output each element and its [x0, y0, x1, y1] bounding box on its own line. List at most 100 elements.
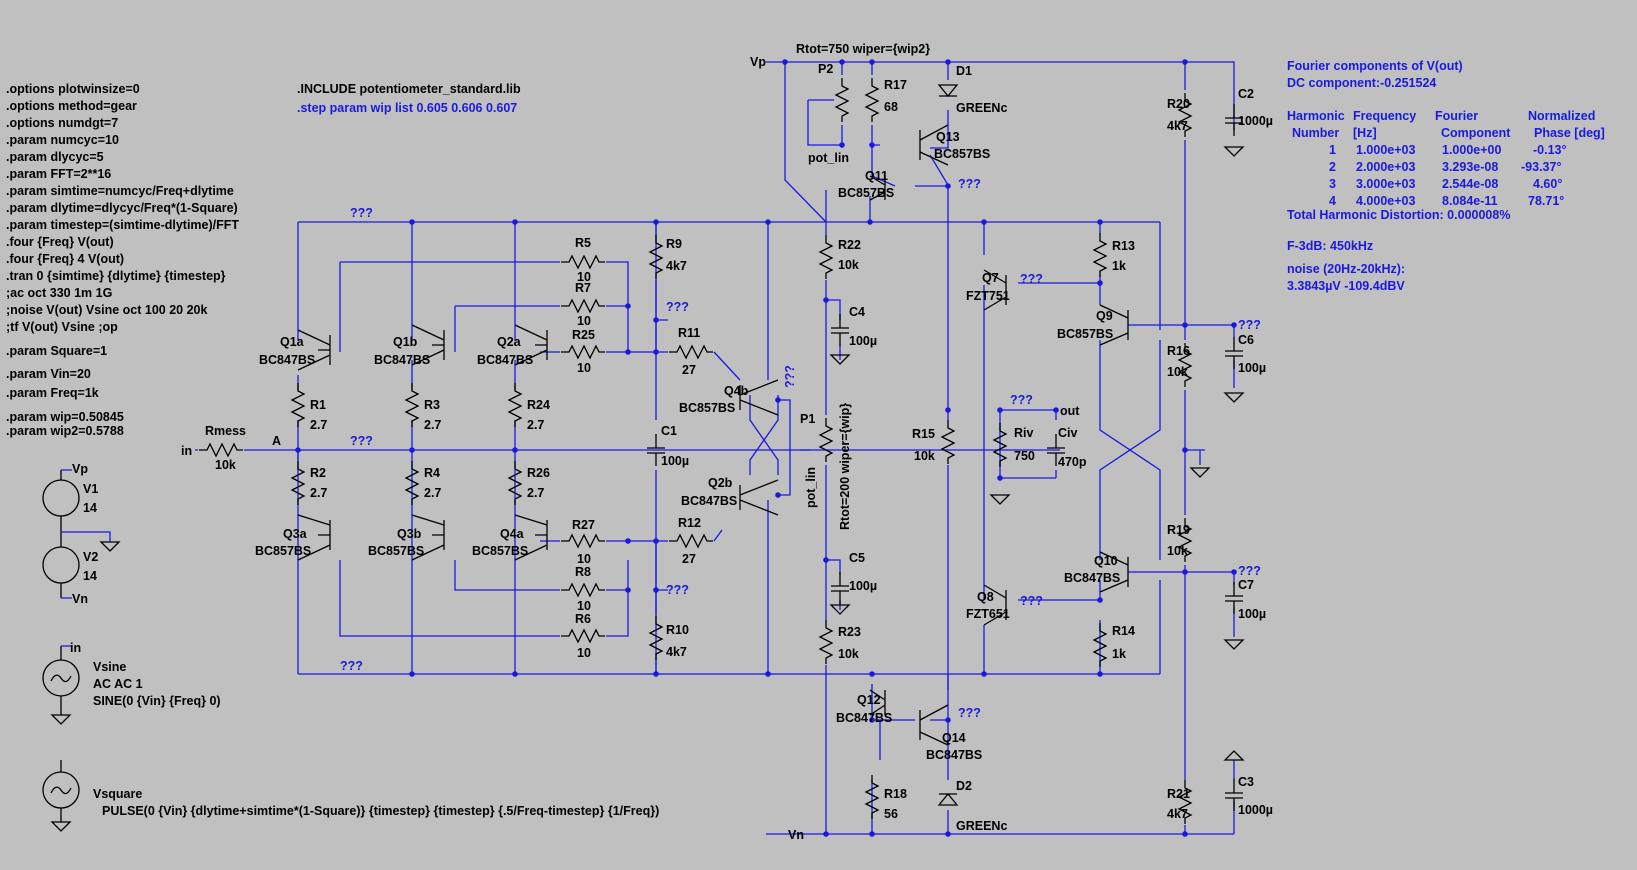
ground-symbol [1224, 639, 1244, 650]
param: .param Freq=1k [6, 386, 99, 400]
svg-text:4k7: 4k7 [1167, 807, 1188, 821]
svg-text:1.000e+03: 1.000e+03 [1356, 143, 1415, 157]
svg-text:R10: R10 [666, 623, 689, 637]
svg-text:4.60°: 4.60° [1533, 177, 1562, 191]
svg-text:100µ: 100µ [849, 334, 877, 348]
include-directive: .INCLUDE potentiometer_standard.lib [297, 82, 521, 96]
svg-text:27: 27 [682, 363, 696, 377]
svg-text:R21: R21 [1167, 787, 1190, 801]
svg-text:BC847BS: BC847BS [374, 353, 430, 367]
directive: .param dlycyc=5 [6, 150, 104, 164]
svg-text:C5: C5 [849, 551, 865, 565]
svg-text:D2: D2 [956, 779, 972, 793]
svg-text:???: ??? [958, 177, 981, 191]
svg-text:3.000e+03: 3.000e+03 [1356, 177, 1415, 191]
svg-text:in: in [70, 641, 81, 655]
svg-text:C4: C4 [849, 305, 865, 319]
svg-text:2.7: 2.7 [527, 418, 544, 432]
svg-text:Phase [deg]: Phase [deg] [1534, 126, 1605, 140]
svg-text:R25: R25 [572, 328, 595, 342]
svg-text:Q11: Q11 [865, 169, 888, 183]
param: .param Vin=20 [6, 367, 91, 381]
directive: .four {Freq} 4 V(out) [6, 252, 124, 266]
svg-text:C7: C7 [1238, 578, 1254, 592]
svg-text:100µ: 100µ [661, 454, 689, 468]
svg-text:1000µ: 1000µ [1238, 803, 1273, 817]
directive: .four {Freq} V(out) [6, 235, 114, 249]
svg-text:???: ??? [666, 583, 689, 597]
svg-text:SINE(0 {Vin} {Freq} 0): SINE(0 {Vin} {Freq} 0) [93, 694, 221, 708]
svg-text:R20: R20 [1167, 97, 1190, 111]
svg-text:-93.37°: -93.37° [1521, 160, 1561, 174]
svg-text:R7: R7 [575, 281, 591, 295]
svg-text:???: ??? [1010, 393, 1033, 407]
svg-text:Rtot=200 wiper={wip}: Rtot=200 wiper={wip} [838, 403, 852, 530]
svg-text:4.000e+03: 4.000e+03 [1356, 194, 1415, 208]
svg-text:10: 10 [577, 599, 591, 613]
svg-text:BC857BS: BC857BS [368, 544, 424, 558]
r23-symbol [819, 619, 833, 665]
svg-text:Civ: Civ [1058, 426, 1078, 440]
svg-text:PULSE(0 {Vin} {dlytime+simtime: PULSE(0 {Vin} {dlytime+simtime*(1-Square… [102, 804, 659, 818]
v1-symbol [42, 479, 80, 517]
svg-text:C2: C2 [1238, 87, 1254, 101]
directive: .param dlytime=dlycyc/Freq*(1-Square) [6, 201, 238, 215]
r5-symbol [560, 255, 606, 269]
step-directive: .step param wip list 0.605 0.606 0.607 [297, 101, 517, 115]
svg-text:R15: R15 [912, 427, 935, 441]
svg-text:BC857BS: BC857BS [838, 186, 894, 200]
resistors [198, 77, 1192, 825]
svg-text:Q7: Q7 [982, 271, 999, 285]
ground-symbol [1224, 146, 1244, 157]
ground-symbol [51, 821, 71, 832]
svg-text:Component: Component [1441, 126, 1511, 140]
ground-symbol [990, 494, 1010, 505]
r22-symbol [819, 234, 833, 280]
svg-text:Q14: Q14 [942, 731, 966, 745]
svg-text:2.7: 2.7 [310, 418, 327, 432]
svg-text:2.000e+03: 2.000e+03 [1356, 160, 1415, 174]
svg-text:2: 2 [1329, 160, 1336, 174]
svg-text:???: ??? [1238, 564, 1261, 578]
svg-text:-0.13°: -0.13° [1533, 143, 1567, 157]
svg-text:R17: R17 [884, 78, 907, 92]
c5-symbol [830, 571, 850, 605]
svg-text:C3: C3 [1238, 775, 1254, 789]
svg-text:R9: R9 [666, 237, 682, 251]
v2-symbol [42, 546, 80, 584]
svg-text:100µ: 100µ [1238, 607, 1266, 621]
svg-text:4k7: 4k7 [666, 645, 687, 659]
svg-text:Rmess: Rmess [205, 424, 246, 438]
directive: ;noise V(out) Vsine oct 100 20 20k [6, 303, 208, 317]
svg-text:[Hz]: [Hz] [1353, 126, 1377, 140]
directive: .param numcyc=10 [6, 133, 119, 147]
svg-text:Q3b: Q3b [397, 527, 422, 541]
p2-symbol [835, 77, 849, 123]
svg-text:FZT651: FZT651 [966, 607, 1010, 621]
svg-text:Q12: Q12 [857, 693, 881, 707]
svg-text:Q3a: Q3a [283, 527, 308, 541]
param: .param Square=1 [6, 344, 107, 358]
svg-text:R14: R14 [1112, 624, 1135, 638]
r15-symbol [941, 419, 955, 465]
svg-text:pot_lin: pot_lin [808, 151, 849, 165]
svg-text:4: 4 [1329, 194, 1336, 208]
svg-text:10: 10 [577, 646, 591, 660]
directive: .options method=gear [6, 99, 137, 113]
svg-text:2.7: 2.7 [527, 486, 544, 500]
svg-text:Frequency: Frequency [1353, 109, 1416, 123]
svg-text:out: out [1060, 404, 1080, 418]
directive: .tran 0 {simtime} {dlytime} {timestep} [6, 269, 226, 283]
svg-text:1000µ: 1000µ [1238, 114, 1273, 128]
svg-text:1k: 1k [1112, 647, 1126, 661]
svg-text:27: 27 [682, 552, 696, 566]
svg-text:R4: R4 [424, 466, 440, 480]
svg-text:10: 10 [577, 552, 591, 566]
svg-text:8.084e-11: 8.084e-11 [1442, 194, 1498, 208]
directive: .param simtime=numcyc/Freq+dlytime [6, 184, 234, 198]
svg-text:Q1a: Q1a [280, 335, 305, 349]
svg-text:BC847BS: BC847BS [477, 353, 533, 367]
svg-text:10k: 10k [914, 449, 935, 463]
svg-text:R18: R18 [884, 787, 907, 801]
